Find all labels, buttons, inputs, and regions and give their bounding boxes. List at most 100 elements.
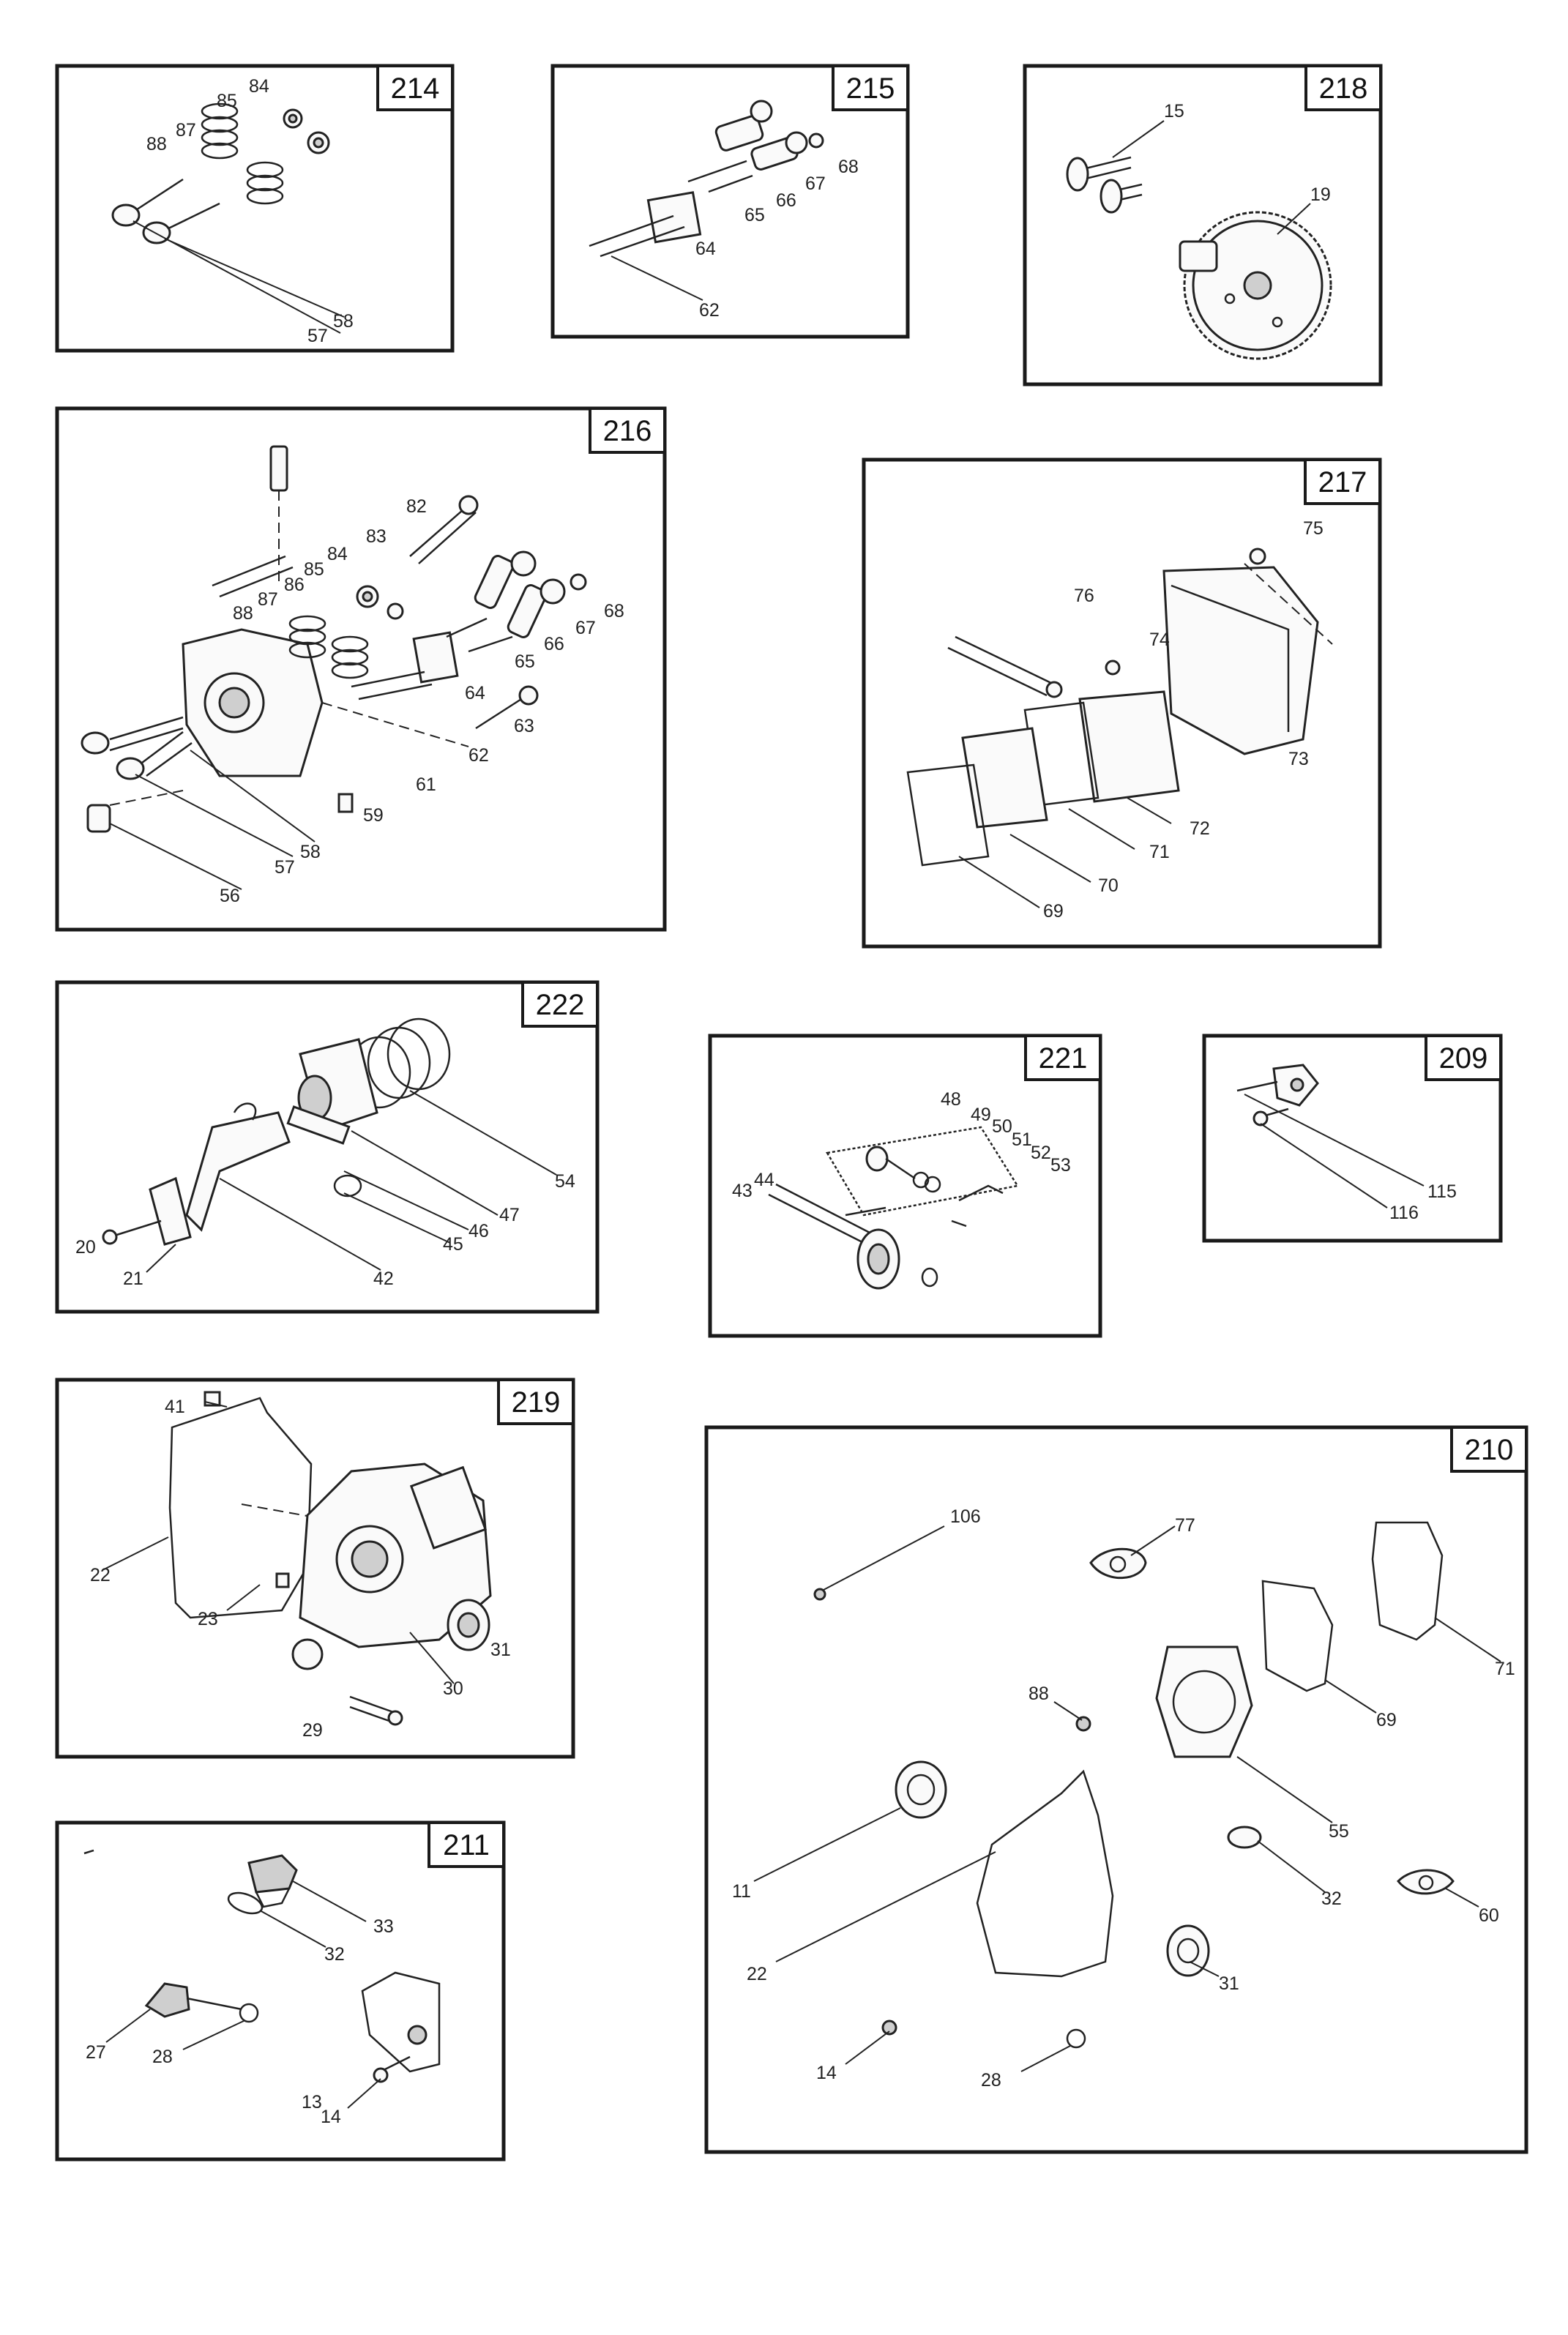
panel-209-callout-115: 115 (1427, 1181, 1457, 1202)
panel-216-callout-68: 68 (604, 601, 624, 621)
panel-210-callout-69: 69 (1376, 1710, 1397, 1730)
panel-210-callout-106: 106 (950, 1506, 981, 1527)
panel-217-callout-73: 73 (1288, 749, 1309, 769)
panel-216-tag (589, 407, 666, 454)
panel-211-parts (83, 1849, 441, 2109)
panel-218-callout-15: 15 (1164, 101, 1184, 122)
panel-216-number: 216 (603, 415, 652, 447)
panel-215-tag (832, 64, 909, 111)
panel-214-number: 214 (391, 72, 440, 105)
panel-210-callout-88: 88 (1028, 1684, 1049, 1704)
panel-221-callout-50: 50 (992, 1116, 1012, 1137)
panel-219-callout-29: 29 (302, 1720, 323, 1741)
panel-211-tag (428, 1821, 505, 1868)
panel-209-number: 209 (1439, 1042, 1488, 1075)
panel-216-callout-84: 84 (327, 544, 348, 564)
panel-217-frame (862, 457, 1382, 949)
panel-215-callout-67: 67 (805, 173, 826, 194)
panel-214-tag (376, 64, 454, 111)
panel-215: 215 68 67 66 65 64 62 (550, 64, 910, 339)
panel-216-callout-59: 59 (363, 805, 384, 826)
panel-215-callout-68: 68 (838, 157, 859, 177)
panel-216-callout-58: 58 (300, 842, 321, 862)
panel-216-callout-62: 62 (468, 745, 489, 766)
panel-219-callout-30: 30 (443, 1678, 463, 1699)
panel-222-callout-21: 21 (123, 1269, 143, 1289)
panel-210-callout-31: 31 (1219, 1973, 1239, 1994)
panel-210-callout-55: 55 (1329, 1821, 1349, 1842)
panel-214-callout-88: 88 (146, 134, 167, 154)
panel-216-callout-57: 57 (275, 857, 295, 878)
panel-216-callout-63: 63 (514, 716, 534, 736)
panel-221-callout-53: 53 (1050, 1155, 1071, 1176)
panel-219-frame (55, 1378, 575, 1759)
panel-219: 219 41 22 23 31 30 29 (55, 1378, 575, 1759)
panel-217: 217 75 76 74 73 72 71 70 69 (862, 457, 1382, 949)
panel-221-callout-43: 43 (732, 1181, 753, 1201)
panel-216-callout-56: 56 (220, 886, 240, 906)
panel-217-callout-70: 70 (1098, 875, 1119, 896)
panel-218-number: 218 (1319, 72, 1368, 105)
panel-222-callout-47: 47 (499, 1205, 520, 1225)
panel-217-callout-69: 69 (1043, 901, 1064, 922)
panel-211-callout-32: 32 (324, 1944, 345, 1965)
panel-216: 216 (55, 406, 667, 932)
panel-215-parts (589, 100, 824, 301)
panel-210-number: 210 (1465, 1434, 1514, 1466)
panel-211-callout-27: 27 (86, 2042, 106, 2063)
panel-219-tag (497, 1378, 575, 1425)
panel-219-callout-31: 31 (490, 1640, 511, 1660)
panel-214-parts (111, 102, 345, 334)
panel-215-callout-62: 62 (699, 300, 720, 321)
panel-210-parts (753, 1521, 1501, 2072)
panel-216-callout-65: 65 (515, 651, 535, 672)
panel-210-callout-14: 14 (816, 2063, 837, 2083)
panel-217-number: 217 (1318, 466, 1367, 498)
panel-210-callout-77: 77 (1175, 1515, 1195, 1536)
panel-221: 221 48 49 50 51 52 53 43 44 (708, 1034, 1102, 1338)
panel-214: 214 84 85 87 88 58 57 (55, 64, 455, 353)
panel-218-callout-19: 19 (1310, 184, 1331, 205)
panel-209-callout-116: 116 (1389, 1203, 1419, 1223)
panel-218-tag (1304, 64, 1382, 111)
panel-210: 210 (704, 1425, 1528, 2154)
panel-222-number: 222 (536, 989, 585, 1021)
panel-219-parts (102, 1391, 492, 1726)
panel-216-callout-83: 83 (366, 526, 387, 547)
panel-217-callout-76: 76 (1074, 586, 1094, 606)
panel-218-frame (1023, 64, 1383, 386)
panel-210-callout-11: 11 (732, 1881, 751, 1902)
panel-219-callout-22: 22 (90, 1565, 111, 1585)
panel-210-callout-22: 22 (747, 1964, 767, 1984)
panel-221-frame (708, 1034, 1102, 1338)
panel-216-callout-87: 87 (258, 589, 278, 610)
panel-211-number: 211 (443, 1829, 490, 1861)
panel-218: 218 15 19 (1023, 64, 1383, 386)
panel-216-callout-82: 82 (406, 496, 427, 517)
panel-211: 211 33 32 27 28 13 14 (55, 1820, 506, 2162)
panel-222-callout-54: 54 (555, 1171, 575, 1192)
panel-217-tag (1304, 458, 1381, 505)
panel-222-callout-20: 20 (75, 1237, 96, 1258)
panel-221-callout-48: 48 (941, 1089, 961, 1110)
panel-222-tag (521, 981, 599, 1028)
panel-219-callout-41: 41 (165, 1397, 185, 1417)
panel-209-tag (1425, 1034, 1502, 1081)
panel-216-callout-66: 66 (544, 634, 564, 654)
panel-214-frame (55, 64, 455, 353)
panel-209-parts (1236, 1064, 1425, 1208)
panel-214-callout-85: 85 (217, 91, 237, 111)
panel-209: 209 115 116 (1202, 1034, 1503, 1243)
panel-217-callout-75: 75 (1303, 518, 1324, 539)
panel-216-callout-88: 88 (233, 603, 253, 624)
panel-221-callout-52: 52 (1031, 1143, 1051, 1163)
panel-217-callout-74: 74 (1149, 629, 1170, 650)
panel-211-callout-33: 33 (373, 1916, 394, 1937)
panel-215-callout-66: 66 (776, 190, 796, 211)
panel-222-parts (102, 1017, 557, 1273)
panel-210-callout-60: 60 (1479, 1905, 1499, 1926)
panel-215-number: 215 (846, 72, 895, 105)
panel-211-callout-28: 28 (152, 2047, 173, 2067)
panel-221-callout-44: 44 (754, 1170, 774, 1190)
